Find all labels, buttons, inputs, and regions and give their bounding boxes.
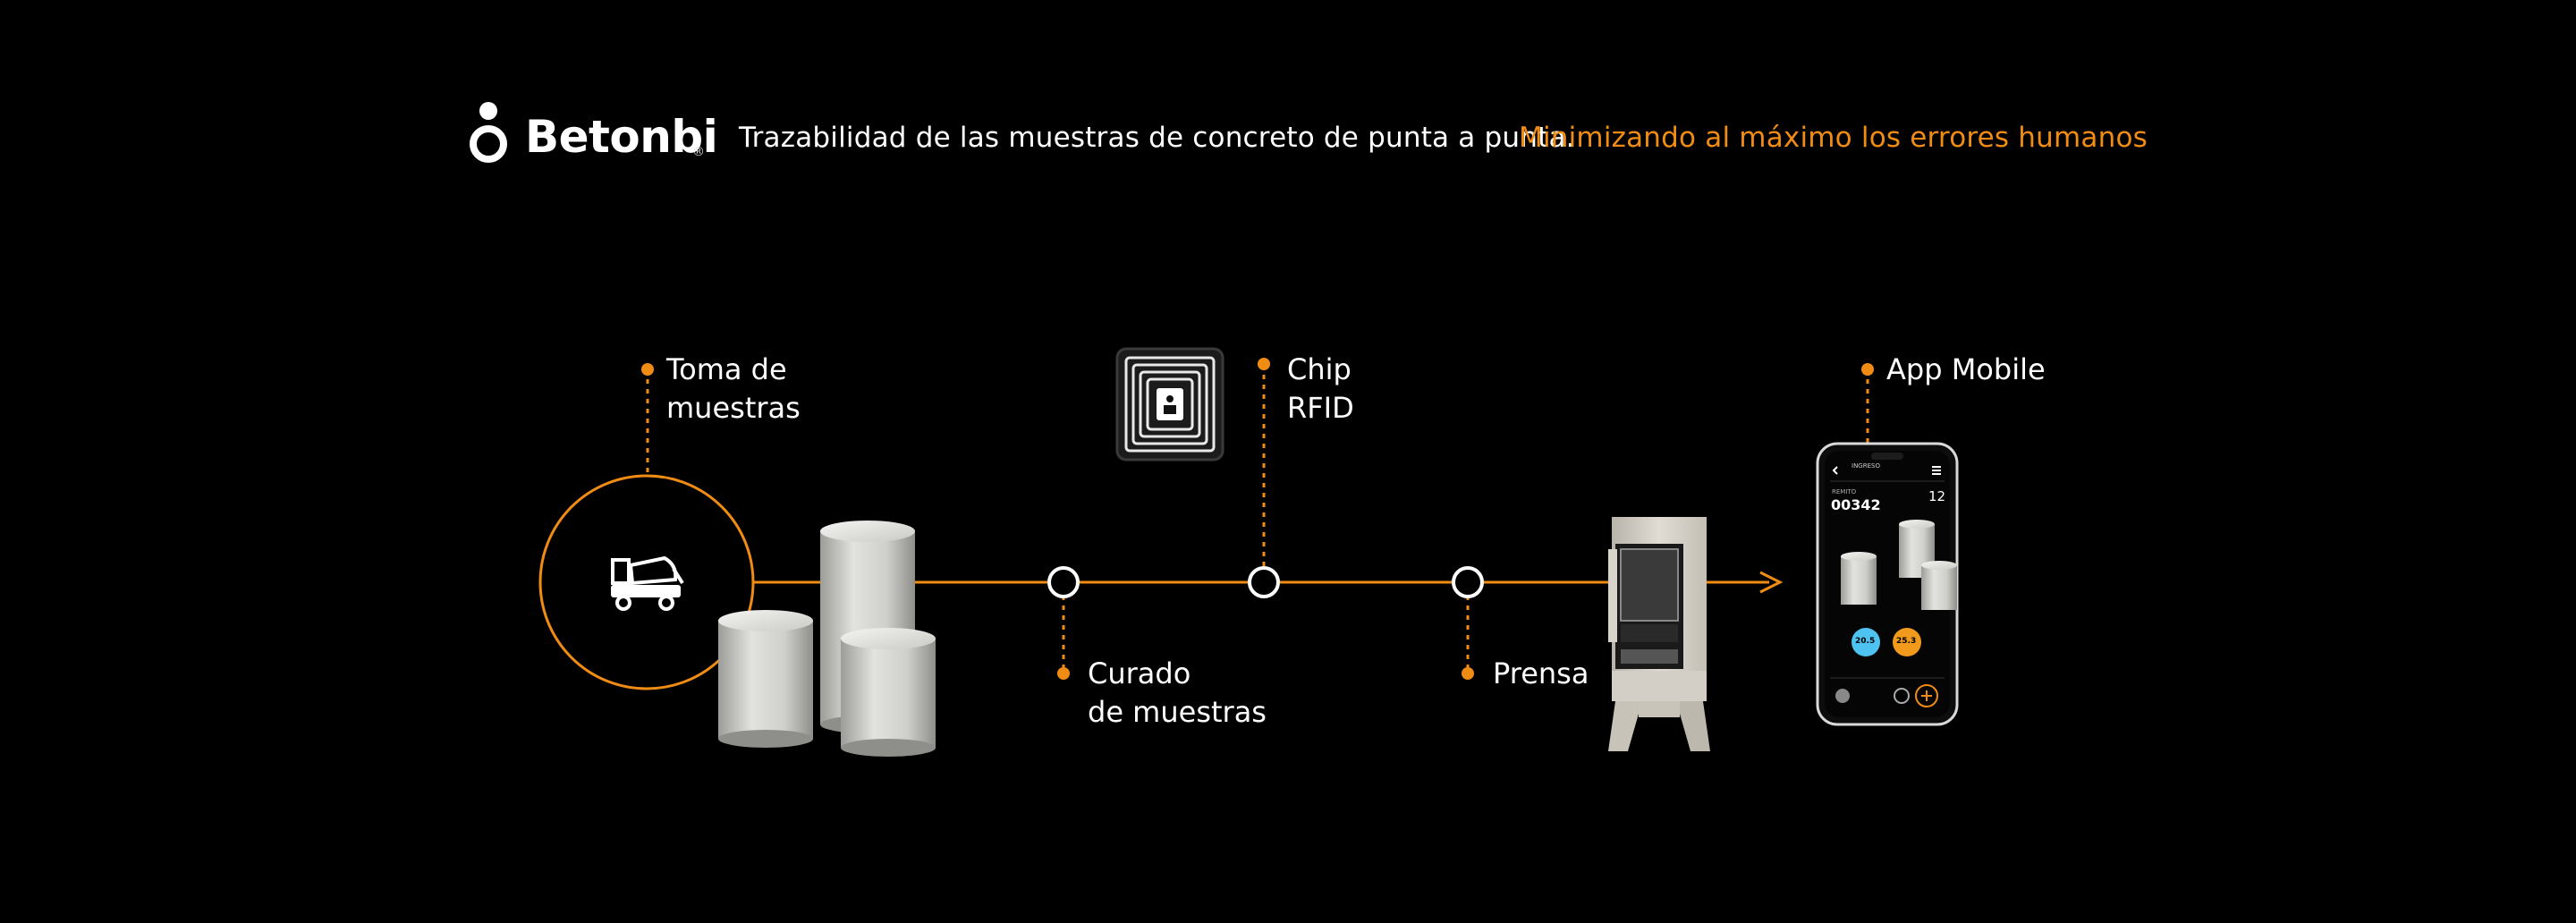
arrow-right-icon [1759,571,1784,594]
phone-mockup [1816,442,1959,726]
label-app-mobile: App Mobile [1886,352,2046,386]
header-highlight: Minimizando al máximo los errores humano… [1519,122,2148,154]
label-curing: Curado de muestras [1088,656,1267,729]
phone-screen-title: INGRESO [1852,462,1880,470]
bullet-app [1861,363,1874,376]
phone-metric-1: 20.5 [1855,637,1876,646]
phone-field-label: REMITO [1832,488,1857,495]
node-press [1452,566,1484,598]
phone-counter: 12 [1928,488,1946,504]
rfid-chip-icon [1115,347,1224,462]
header-tagline: Trazabilidad de las muestras de concreto… [739,122,1575,154]
bullet-press [1462,667,1474,680]
phone-metric-2: 25.3 [1896,637,1917,646]
bullet-rfid [1258,358,1270,370]
node-curing [1047,566,1080,598]
bullet-curing [1057,667,1070,680]
press-machine-icon [1608,517,1710,751]
concrete-cylinders [718,521,936,757]
label-press: Prensa [1493,656,1589,690]
node-rfid [1248,566,1280,598]
brand-name: Betonbi [525,111,718,163]
concrete-mixer-truck-icon [611,555,684,611]
bullet-sampling [641,363,654,376]
betonbi-logo-icon [467,98,510,166]
label-rfid: Chip RFID [1287,352,1354,425]
registered-mark: ® [692,145,705,159]
label-sampling: Toma de muestras [666,352,801,425]
phone-remito-number: 00342 [1831,496,1881,513]
